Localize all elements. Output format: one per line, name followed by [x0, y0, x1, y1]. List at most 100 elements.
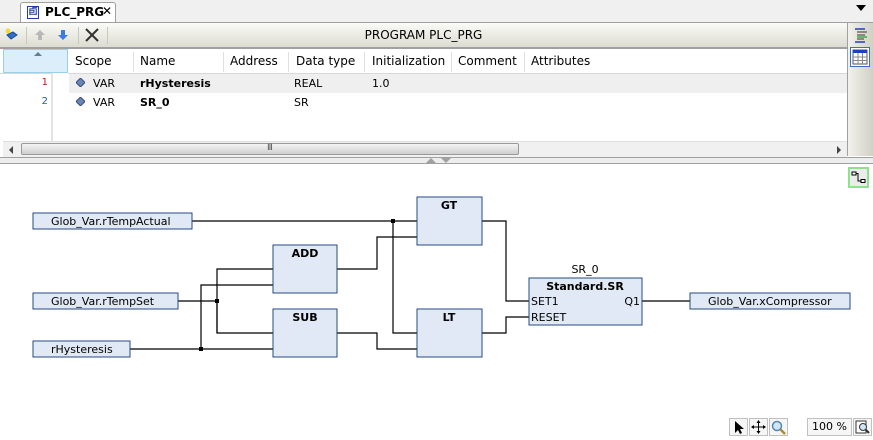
column-divider[interactable]: [524, 52, 525, 72]
delete-x-icon: [85, 28, 99, 42]
wire-gt-set: [482, 220, 529, 302]
input-rtempset[interactable]: Glob_Var.rTempSet: [32, 292, 179, 310]
wire-sub-lt: [337, 332, 417, 350]
pointer-icon: [735, 421, 744, 434]
data-type-cell[interactable]: REAL: [294, 77, 323, 90]
block-lt[interactable]: LT: [416, 308, 483, 358]
column-header-data-type[interactable]: Data type: [296, 54, 356, 68]
header-sort-cell[interactable]: [3, 49, 68, 73]
magnifier-tool-button[interactable]: [769, 418, 788, 436]
arrow-up-icon: [35, 30, 45, 40]
scope-cell[interactable]: VAR: [93, 77, 115, 90]
horizontal-scrollbar[interactable]: III: [3, 141, 847, 157]
pan-icon: [751, 420, 766, 434]
input-rtempactual[interactable]: Glob_Var.rTempActual: [32, 212, 193, 230]
line-number: 1: [41, 77, 48, 88]
zoom-dialog-icon: [855, 420, 870, 434]
pan-tool-button[interactable]: [749, 418, 768, 436]
collapse-up-icon[interactable]: [426, 158, 436, 163]
move-down-button[interactable]: [54, 26, 72, 44]
close-icon[interactable]: ✕: [102, 4, 113, 18]
move-up-button[interactable]: [31, 26, 49, 44]
toolbar-separator: [26, 27, 27, 44]
wire-rtempactual-lt: [392, 221, 417, 334]
output-label: Glob_Var.xCompressor: [708, 295, 832, 308]
program-title: PROGRAM PLC_PRG: [364, 28, 483, 42]
scrollbar-grip: III: [267, 143, 273, 153]
scrollbar-thumb[interactable]: III: [21, 143, 519, 155]
column-divider[interactable]: [133, 52, 134, 72]
column-divider[interactable]: [223, 52, 224, 72]
block-title: GT: [441, 199, 458, 212]
scope-cell[interactable]: VAR: [93, 96, 115, 109]
initialization-cell[interactable]: 1.0: [372, 77, 390, 90]
tab-plc-prg[interactable]: 卣 PLC_PRG ✕: [20, 2, 116, 22]
output-xcompressor[interactable]: Glob_Var.xCompressor: [689, 292, 851, 310]
junction-dot: [199, 347, 203, 351]
tab-label: PLC_PRG: [45, 5, 105, 19]
collapse-down-icon[interactable]: [441, 158, 451, 163]
column-header-name[interactable]: Name: [140, 54, 176, 68]
input-rhysteresis[interactable]: rHysteresis: [32, 340, 131, 358]
textual-view-icon: [855, 28, 867, 43]
junctions: [199, 219, 395, 351]
toolbar-separator: [107, 27, 108, 44]
auto-route-button[interactable]: [848, 167, 869, 188]
name-cell[interactable]: rHysteresis: [140, 77, 211, 90]
junction-dot: [391, 219, 395, 223]
block-title: SUB: [292, 311, 317, 324]
line-number-gutter: 1 2: [0, 73, 51, 141]
view-switch-panel: [847, 23, 873, 156]
declaration-toolbar: PROGRAM PLC_PRG: [0, 23, 847, 49]
wire-rtempset-add: [216, 268, 273, 333]
column-header-comment[interactable]: Comment: [458, 54, 517, 68]
column-header-address[interactable]: Address: [230, 54, 278, 68]
column-divider[interactable]: [364, 52, 365, 72]
table-row[interactable]: VAR rHysteresis REAL 1.0: [69, 74, 847, 93]
zoom-level-display[interactable]: 100 %: [807, 418, 852, 436]
insert-variable-button[interactable]: [2, 26, 20, 44]
block-title: ADD: [292, 247, 319, 260]
column-header-initialization[interactable]: Initialization: [372, 54, 446, 68]
table-header: Scope Name Address Data type Initializat…: [0, 49, 847, 74]
tabular-view-icon: [852, 49, 868, 65]
wire-rtempset-sub: [216, 301, 273, 334]
table-row[interactable]: VAR SR_0 SR: [69, 93, 847, 112]
block-title: LT: [443, 311, 456, 324]
block-add[interactable]: ADD: [272, 244, 338, 294]
data-type-cell[interactable]: SR: [294, 96, 309, 109]
block-title: Standard.SR: [546, 280, 624, 293]
block-gt[interactable]: GT: [416, 196, 483, 246]
wire-add-gt: [337, 236, 417, 270]
pin-q1: Q1: [624, 295, 640, 308]
delete-button[interactable]: [83, 26, 101, 44]
column-divider[interactable]: [288, 52, 289, 72]
variable-icon: [76, 97, 85, 106]
column-divider[interactable]: [451, 52, 452, 72]
column-header-scope[interactable]: Scope: [75, 54, 112, 68]
scroll-left-arrow-icon[interactable]: [9, 146, 13, 154]
pin-reset: RESET: [531, 311, 567, 324]
line-number: 2: [41, 96, 48, 107]
input-label: Glob_Var.rTempSet: [51, 295, 155, 308]
tabular-view-button[interactable]: [850, 47, 870, 67]
arrow-down-icon: [58, 30, 68, 40]
scroll-right-arrow-icon[interactable]: [837, 146, 841, 154]
sort-ascending-icon: [34, 52, 42, 56]
editor-tab-strip: 卣 PLC_PRG ✕: [0, 0, 873, 23]
zoom-dialog-button[interactable]: [853, 418, 872, 436]
textual-view-button[interactable]: [851, 25, 871, 45]
name-cell[interactable]: SR_0: [140, 96, 170, 109]
wire-rhysteresis-add: [200, 284, 273, 349]
pointer-tool-button[interactable]: [729, 418, 748, 436]
block-sr[interactable]: Standard.SR SET1 RESET Q1: [528, 277, 643, 326]
magnifier-icon: [771, 420, 786, 435]
pin-set1: SET1: [531, 295, 559, 308]
block-sub[interactable]: SUB: [272, 308, 338, 358]
column-header-attributes[interactable]: Attributes: [531, 54, 591, 68]
sr-instance-name[interactable]: SR_0: [571, 263, 598, 276]
tab-list-dropdown-icon[interactable]: [856, 5, 866, 11]
connection-route-icon: [851, 171, 866, 183]
new-variable-icon: [5, 28, 18, 40]
